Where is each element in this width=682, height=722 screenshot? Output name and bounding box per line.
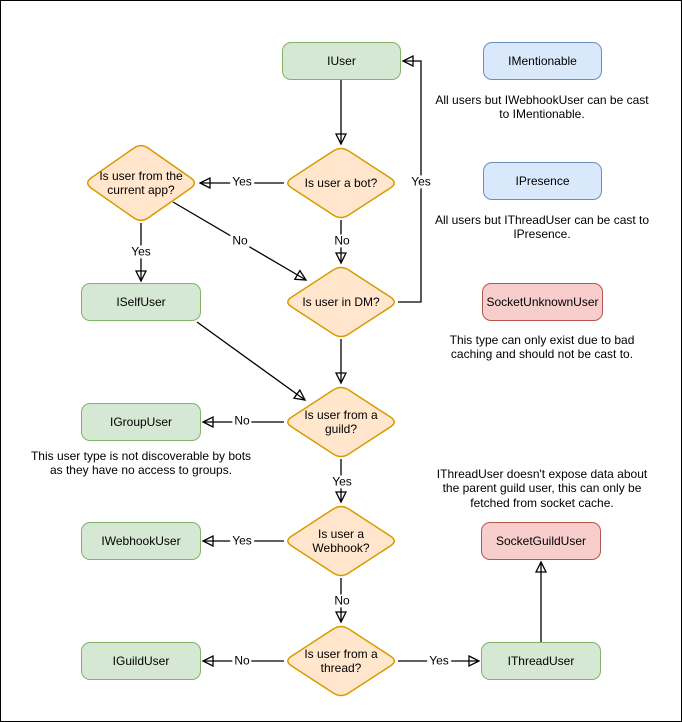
node-imentionable-label: IMentionable [508,54,577,68]
decision-is-bot: Is user a bot? [284,146,398,220]
node-iwebhook-user-label: IWebhookUser [101,534,181,548]
node-iuser-label: IUser [327,54,356,68]
edge-label-thread-yes: Yes [427,653,451,668]
edge-label-guild-no: No [232,413,252,428]
node-socket-unknown-user-label: SocketUnknownUser [486,295,599,309]
node-imentionable: IMentionable [483,42,602,80]
edge-label-app-yes: Yes [129,244,153,259]
node-iself-user-label: ISelfUser [116,295,166,309]
decision-from-current-app-label: Is user from the current app? [99,168,183,197]
edge-label-thread-no: No [232,653,252,668]
edge-label-bot-yes: Yes [230,174,254,189]
note-mentionable: All users but IWebhookUser can be cast t… [435,93,649,122]
node-igroup-user: IGroupUser [81,403,201,441]
decision-from-guild-label: Is user from a guild? [304,407,378,436]
decision-is-webhook: Is user a Webhook? [284,504,398,578]
decision-from-thread-label: Is user from a thread? [304,646,378,675]
node-iuser: IUser [282,42,401,80]
edge-label-webhook-yes: Yes [230,533,254,548]
edge-label-guild-yes: Yes [330,474,354,489]
node-igroup-user-label: IGroupUser [109,415,173,429]
decision-is-bot-label: Is user a bot? [304,175,378,190]
node-iguild-user-label: IGuildUser [112,654,170,668]
note-group-user: This user type is not discoverable by bo… [30,449,252,478]
node-ithread-user: IThreadUser [481,642,601,680]
decision-from-guild: Is user from a guild? [284,385,398,459]
decision-is-webhook-label: Is user a Webhook? [312,526,370,555]
node-iwebhook-user: IWebhookUser [81,522,201,560]
note-thread-user: IThreadUser doesn't expose data about th… [436,467,648,510]
node-socket-guild-user-label: SocketGuildUser [495,534,587,548]
decision-in-dm-label: Is user in DM? [302,294,380,309]
decision-in-dm: Is user in DM? [284,265,398,339]
node-ithread-user-label: IThreadUser [507,654,575,668]
decision-from-thread: Is user from a thread? [284,624,398,698]
decision-from-current-app: Is user from the current app? [84,143,198,223]
note-presence: All users but IThreadUser can be cast to… [434,213,650,242]
edge-label-app-no: No [230,233,250,248]
node-ipresence-label: IPresence [515,174,570,188]
edge-label-webhook-no: No [332,593,352,608]
note-unknown-user: This type can only exist due to bad cach… [449,333,635,362]
node-ipresence: IPresence [483,162,602,200]
edge-label-bot-no: No [332,233,352,248]
node-socket-guild-user: SocketGuildUser [481,522,601,560]
node-iself-user: ISelfUser [81,283,201,321]
node-iguild-user: IGuildUser [81,642,201,680]
node-socket-unknown-user: SocketUnknownUser [482,283,603,321]
edge-label-dm-yes: Yes [409,174,433,189]
